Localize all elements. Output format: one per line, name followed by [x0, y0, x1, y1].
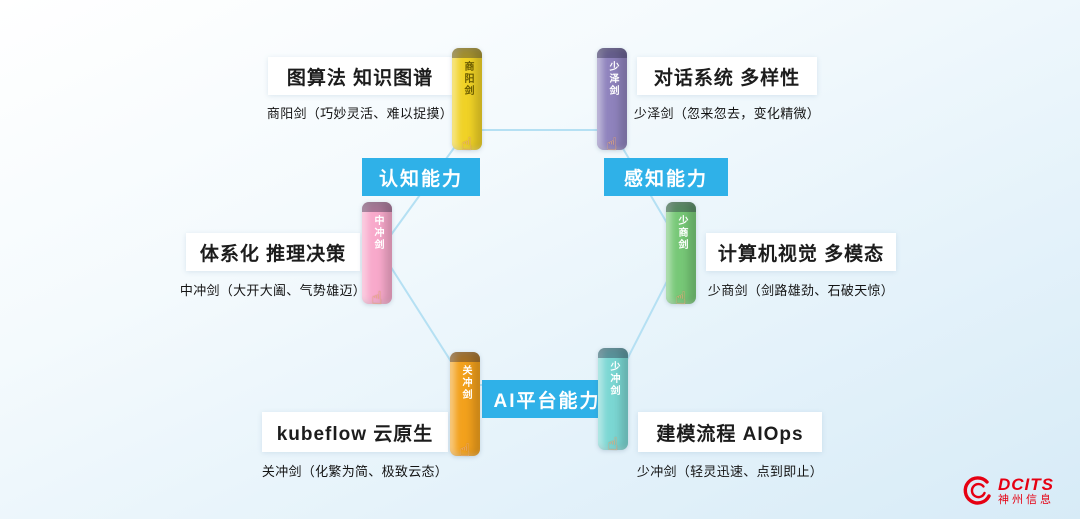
- hand-gesture-icon: ☝: [459, 440, 471, 460]
- zhongchong-sword-icon: 中冲剑 ☝: [362, 202, 392, 308]
- shaoshang-sword-icon: 少商剑 ☝: [666, 202, 696, 308]
- shaoze-sword-icon: 少泽剑 ☝: [597, 48, 627, 154]
- capability-perception: 感知能力: [604, 158, 728, 196]
- desc-shangyang-sword: 商阳剑（巧妙灵活、难以捉摸）: [266, 106, 454, 121]
- label-text: 建模流程 AIOps: [656, 423, 804, 445]
- sword-name-label: 少冲剑: [608, 361, 619, 397]
- label-modeling-process-aiops: 建模流程 AIOps: [638, 412, 822, 452]
- hand-gesture-icon: ☝: [675, 288, 687, 308]
- desc-shaoze-sword: 少泽剑（忽来忽去，变化精微）: [633, 106, 821, 121]
- label-text: 体系化 推理决策: [199, 243, 347, 265]
- label-text: 对话系统 多样性: [653, 67, 801, 89]
- desc-zhongchong-sword: 中冲剑（大开大阖、气势雄迈）: [179, 283, 367, 298]
- sword-name-label: 商阳剑: [462, 61, 473, 97]
- label-systematic-reasoning-decision: 体系化 推理决策: [186, 233, 360, 271]
- sword-name-label: 关冲剑: [460, 365, 471, 401]
- label-kubeflow-cloud-native: kubeflow 云原生: [262, 412, 448, 452]
- hand-gesture-icon: ☝: [606, 134, 618, 154]
- shaochong-sword-icon: 少冲剑 ☝: [598, 348, 628, 454]
- label-text: kubeflow 云原生: [276, 423, 434, 445]
- label-graph-algorithms-knowledge-graph: 图算法 知识图谱: [268, 57, 452, 95]
- dcits-logo: DCITS 神州信息: [958, 475, 1054, 507]
- hand-gesture-icon: ☝: [371, 288, 383, 308]
- sword-name-label: 少泽剑: [607, 61, 618, 97]
- dcits-logo-icon: [963, 476, 991, 505]
- shangyang-sword-icon: 商阳剑 ☝: [452, 48, 482, 154]
- dcits-logo-text: DCITS 神州信息: [998, 474, 1054, 507]
- desc-shaoshang-sword: 少商剑（剑路雄劲、石破天惊）: [707, 283, 895, 298]
- label-computer-vision-multimodal: 计算机视觉 多模态: [706, 233, 896, 271]
- label-text: 图算法 知识图谱: [286, 67, 434, 89]
- label-dialogue-system-diversity: 对话系统 多样性: [637, 57, 817, 95]
- dcits-company-text: 神州信息: [998, 494, 1054, 507]
- hand-gesture-icon: ☝: [607, 434, 619, 454]
- dcits-brand-text: DCITS: [998, 474, 1054, 494]
- sword-name-label: 中冲剑: [372, 215, 383, 251]
- capability-cognitive: 认知能力: [362, 158, 480, 196]
- capability-ai-platform: AI平台能力: [482, 380, 612, 418]
- guanchong-sword-icon: 关冲剑 ☝: [450, 352, 480, 460]
- desc-guanchong-sword: 关冲剑（化繁为简、极致云态）: [261, 464, 449, 479]
- hand-gesture-icon: ☝: [461, 134, 473, 154]
- sword-name-label: 少商剑: [676, 215, 687, 251]
- desc-shaochong-sword: 少冲剑（轻灵迅速、点到即止）: [636, 464, 824, 479]
- label-text: 计算机视觉 多模态: [717, 243, 885, 265]
